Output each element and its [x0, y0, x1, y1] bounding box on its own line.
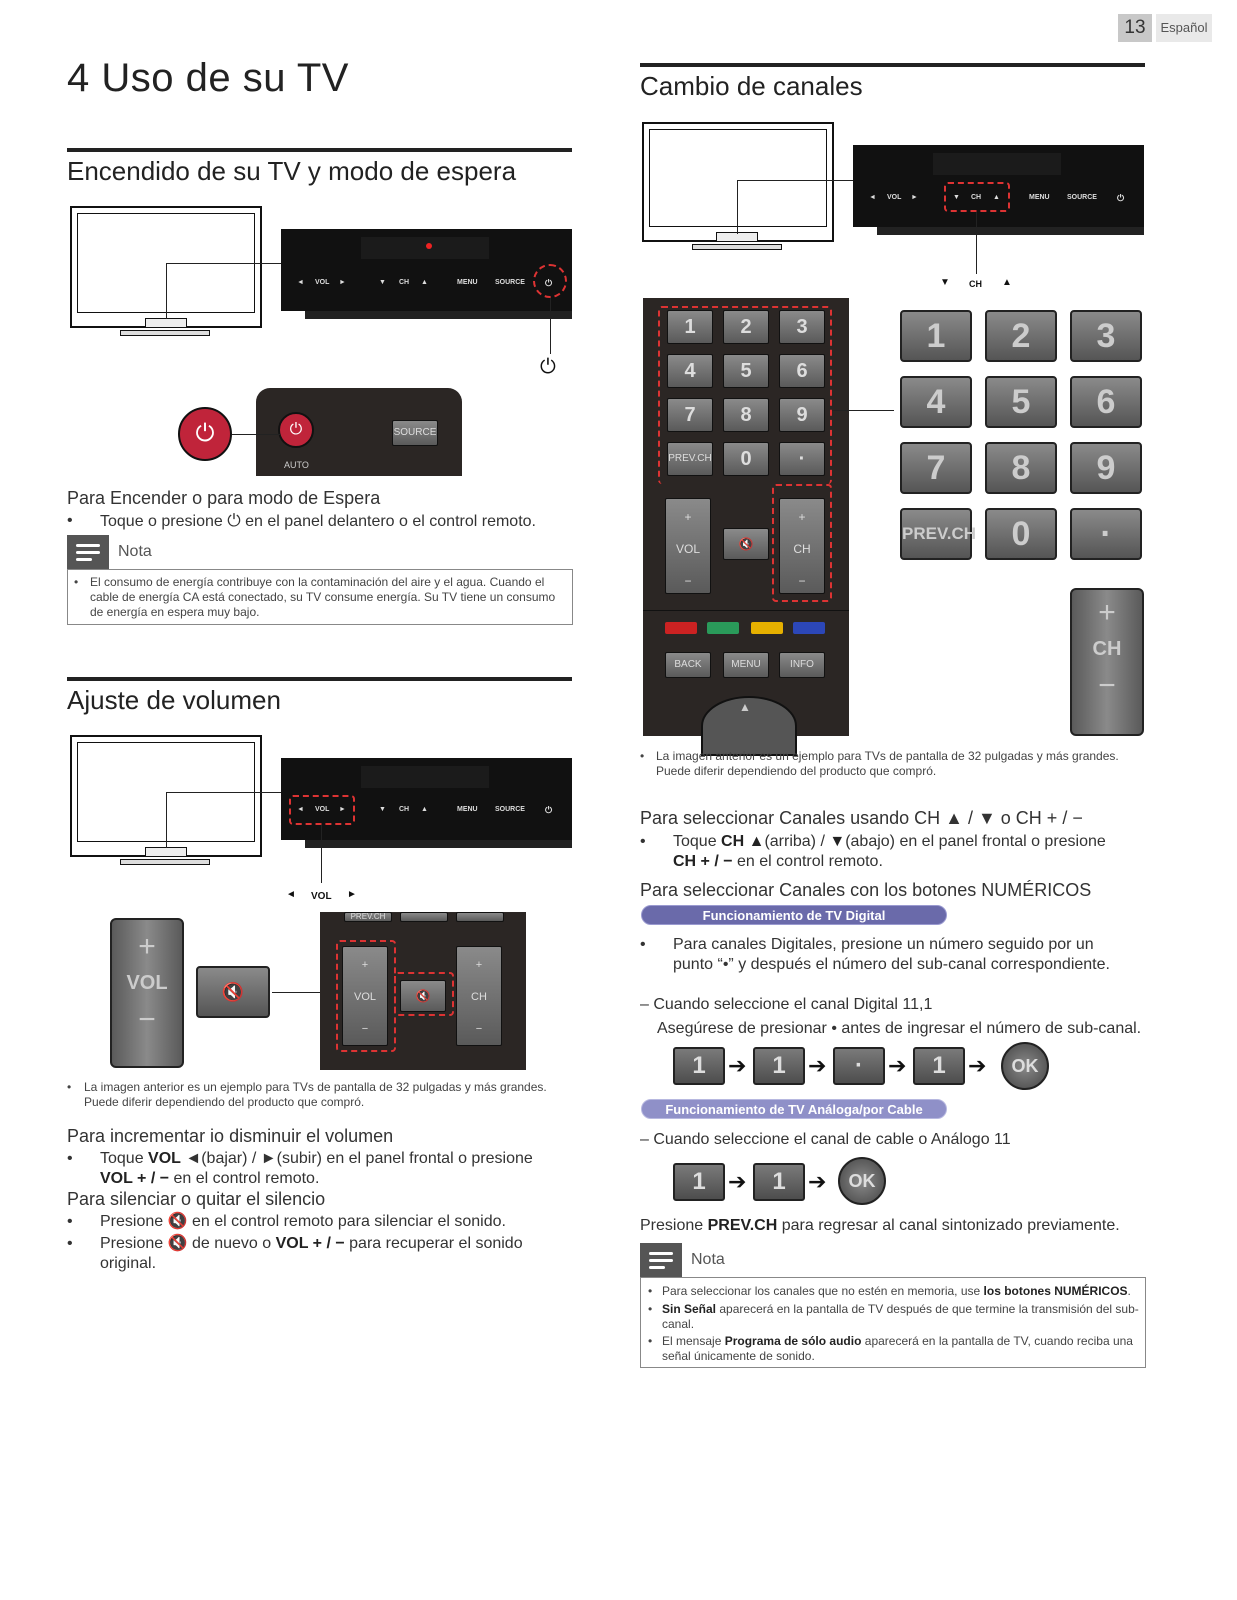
volume-bullet-3: • Presione 🔇 de nuevo o VOL + / − para r…: [67, 1235, 523, 1272]
pill-analog: Funcionamiento de TV Análoga/por Cable: [641, 1099, 947, 1119]
mute-icon: 🔇: [167, 1235, 188, 1252]
section-rule: [640, 63, 1145, 67]
volume-sub1: Para incrementar io disminuir el volumen: [67, 1126, 394, 1146]
digital-hint: Asegúrese de presionar • antes de ingres…: [657, 1020, 1142, 1037]
volume-image-note: • La imagen anterior es un ejemplo para …: [67, 1080, 547, 1109]
prevch-line: Presione PREV.CH para regresar al canal …: [640, 1217, 1120, 1234]
channel-sub1: Para seleccionar Canales usando CH ▲ / ▼…: [640, 808, 1083, 828]
page-language: Español: [1156, 14, 1212, 42]
channel-heading: Cambio de canales: [640, 71, 863, 101]
power-subheading: Para Encender o para modo de Espera: [67, 488, 381, 508]
section-rule: [67, 148, 572, 152]
digital-bullet: • Para canales Digitales, presione un nú…: [640, 936, 1110, 973]
volume-heading: Ajuste de volumen: [67, 685, 281, 715]
chapter-title: 4 Uso de su TV: [67, 56, 349, 100]
channel-image-note: • La imagen anterior es un ejemplo para …: [640, 749, 1119, 778]
mute-icon: 🔇: [167, 1213, 188, 1230]
channel-bullet-1: • Toque CH ▲(arriba) / ▼(abajo) en el pa…: [640, 833, 1106, 870]
channel-sub2: Para seleccionar Canales con los botones…: [640, 880, 1092, 900]
power-icon: ⏻: [540, 356, 556, 378]
volume-bullet-1: • Toque VOL ◄(bajar) / ►(subir) en el pa…: [67, 1150, 533, 1187]
digital-case: – Cuando seleccione el canal Digital 11,…: [640, 996, 933, 1013]
analog-case: – Cuando seleccione el canal de cable o …: [640, 1131, 1011, 1148]
section-rule: [67, 677, 572, 681]
pill-digital: Funcionamiento de TV Digital: [641, 905, 947, 925]
page-number: 13: [1118, 14, 1152, 42]
volume-sub2: Para silenciar o quitar el silencio: [67, 1189, 326, 1209]
mute-icon: 🔇: [196, 966, 270, 1018]
power-heading: Encendido de su TV y modo de espera: [67, 156, 517, 186]
volume-bullet-2: • Presione 🔇 en el control remoto para s…: [67, 1213, 506, 1230]
power-bullet: • Toque o presione ⏻ en el panel delante…: [67, 511, 536, 530]
